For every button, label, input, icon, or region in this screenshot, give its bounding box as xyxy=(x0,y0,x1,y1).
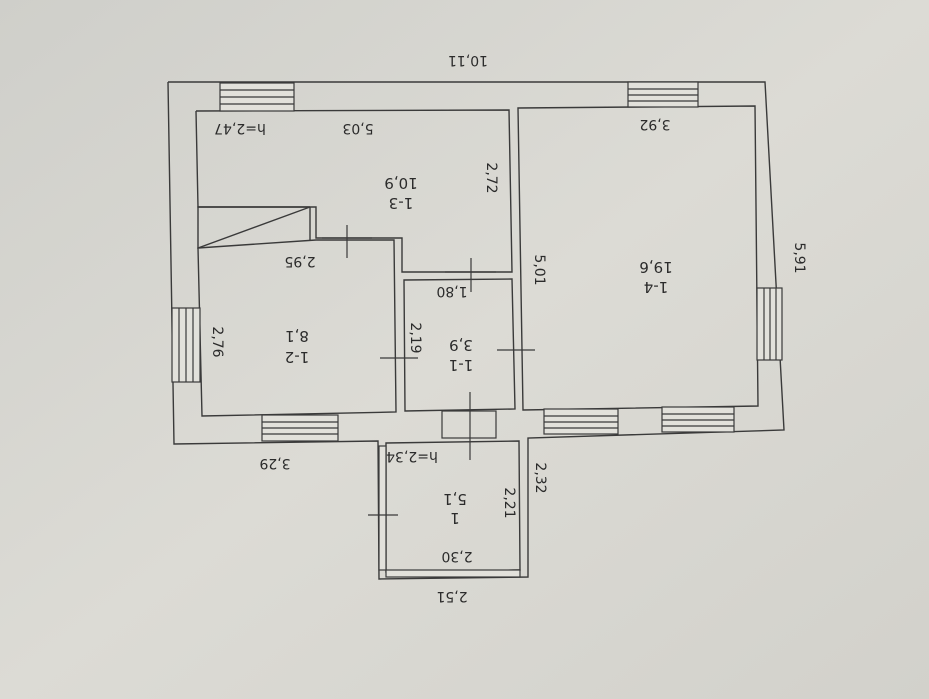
room-1-2-depth: 2,76 xyxy=(209,326,225,357)
room-1-2-area: 8,1 xyxy=(285,327,309,345)
room-1-1-area: 3,9 xyxy=(449,336,473,354)
stair xyxy=(197,206,311,250)
room-1-4-area: 19,6 xyxy=(639,258,672,276)
room-1-3-width: 5,03 xyxy=(342,120,373,136)
room-1-2-name: 1-2 xyxy=(285,348,310,366)
doors xyxy=(322,225,535,516)
left-depth-label: 3,29 xyxy=(259,455,290,471)
room-1-width-inner: 2,30 xyxy=(441,548,472,564)
room-1-1-width: 1,80 xyxy=(436,283,467,299)
room-1-area: 5,1 xyxy=(443,490,467,508)
window-top-right xyxy=(627,81,699,108)
window-top-left xyxy=(219,82,295,112)
room-1-1-outline xyxy=(403,278,516,412)
room-1-2-width: 2,95 xyxy=(284,253,315,269)
dimension-labels: 10,11 5,91 3,29 h=2,47 5,03 2,72 1-3 10,… xyxy=(209,52,807,604)
room-1-height: h=2,34 xyxy=(386,448,438,464)
window-right xyxy=(756,287,783,361)
window-bottom-left xyxy=(261,414,339,442)
room-1-1-name: 1-1 xyxy=(449,356,474,374)
room-1-depth-inner: 2,21 xyxy=(501,487,517,518)
window-bottom-right-a xyxy=(543,408,619,435)
window-left xyxy=(171,307,201,383)
room-1-1-depth: 2,19 xyxy=(407,322,423,353)
room-1-2-outline xyxy=(197,239,397,417)
outer-wall xyxy=(167,81,785,580)
overall-width-label: 10,11 xyxy=(448,52,488,68)
room-1-4-width: 3,92 xyxy=(639,116,670,132)
window-bottom-right-b xyxy=(661,406,735,433)
room-1-name: 1 xyxy=(450,509,460,527)
window-porch-bottom xyxy=(385,569,521,578)
room-1-depth-outer: 2,32 xyxy=(532,462,548,493)
room-1-3-height: h=2,47 xyxy=(214,120,266,136)
room-1-3-name: 1-3 xyxy=(389,194,414,212)
room-1-width-outer: 2,51 xyxy=(436,588,467,604)
overall-depth-label: 5,91 xyxy=(791,242,807,273)
windows xyxy=(171,81,783,578)
room-1-3-area: 10,9 xyxy=(384,174,417,192)
window-porch-left xyxy=(378,445,387,571)
room-1-4-depth: 5,01 xyxy=(531,254,547,285)
room-1-3-depth: 2,72 xyxy=(483,162,499,193)
room-1-4-name: 1-4 xyxy=(644,278,669,296)
walls xyxy=(167,81,785,580)
